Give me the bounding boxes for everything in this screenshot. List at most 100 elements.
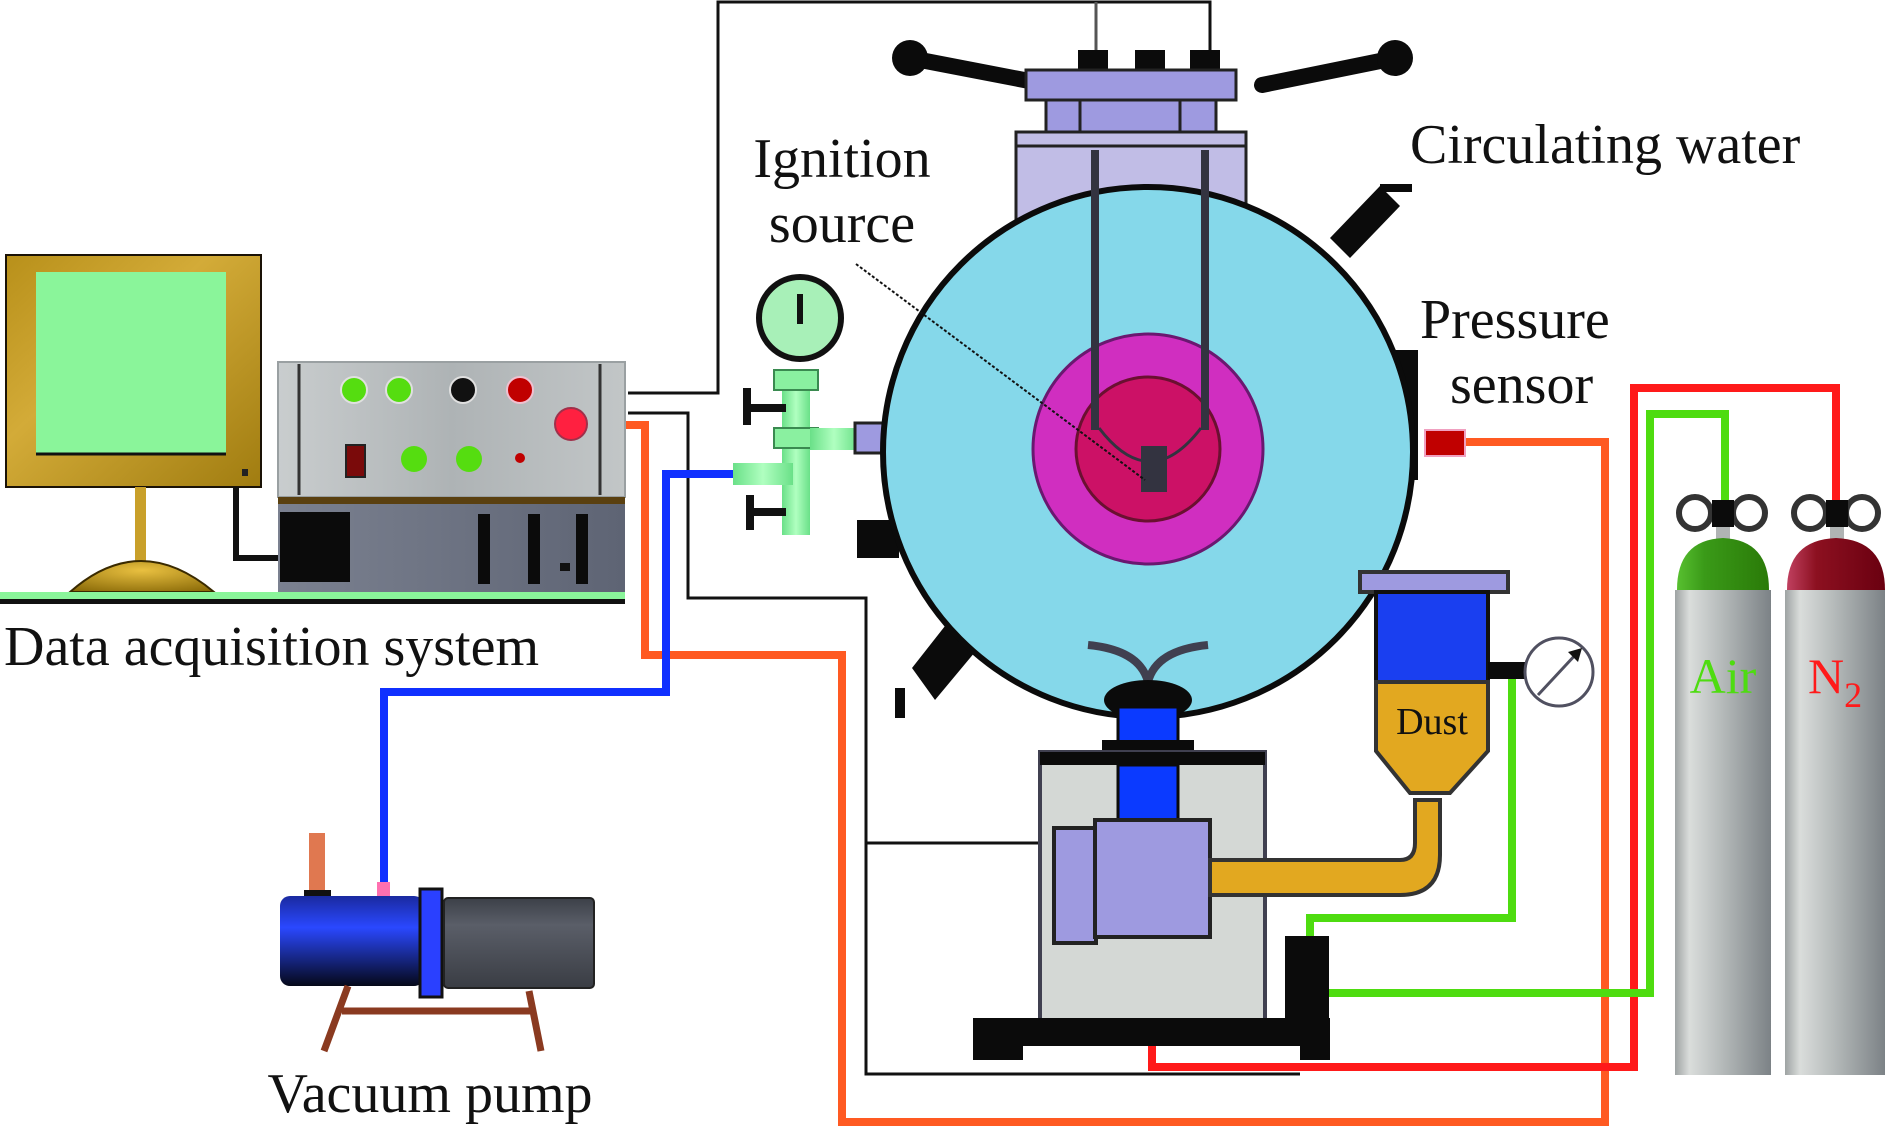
- stand-top-bar: [1040, 752, 1265, 765]
- daq-knob-green-2[interactable]: [456, 446, 482, 472]
- circulating-water-label: Circulating water: [1410, 114, 1801, 176]
- dispersion-assembly: [973, 641, 1442, 1060]
- pressure-sensor: [1424, 429, 1466, 457]
- daq-label: Data acquisition system: [4, 616, 539, 678]
- lid-terminal-1: [1078, 50, 1108, 72]
- pump-motor: [443, 897, 595, 989]
- monitor-power-led: [242, 469, 248, 476]
- air-valve-wheel-left[interactable]: [1676, 494, 1714, 532]
- daq-indicator-red[interactable]: [506, 376, 534, 404]
- pressure-signal-line: [624, 421, 1609, 1126]
- daq-port: [560, 563, 570, 571]
- air-line: [1328, 410, 1729, 997]
- air-controller[interactable]: [1285, 936, 1329, 1021]
- pump-flange: [418, 887, 444, 999]
- explosion-chamber: [855, 150, 1416, 720]
- ignition-signal-wire: [628, 0, 1212, 395]
- n2-valve-neck: [1830, 527, 1844, 541]
- lid-top-plate: [1024, 68, 1238, 102]
- lid-clamp-knob-left[interactable]: [892, 40, 928, 76]
- stand-base: [973, 1018, 1330, 1060]
- ignition-source-label-line2: source: [769, 193, 915, 255]
- air-cylinder-cap: [1677, 538, 1769, 590]
- lid-clamp-arm-right[interactable]: [1254, 50, 1403, 93]
- desk-surface: [0, 592, 625, 599]
- n2-cylinder: N2: [1785, 494, 1885, 1075]
- n2-label-base: N: [1808, 648, 1844, 704]
- air-line-to-dust: [1306, 675, 1516, 940]
- ignition-head: [1141, 446, 1167, 492]
- lid-terminal-2: [1135, 50, 1165, 72]
- ignition-source-label-line1: Ignition: [753, 128, 930, 190]
- gauge-chamber-port: [853, 421, 885, 455]
- dust-container-lid: [1358, 570, 1510, 594]
- pump-inlet-marker: [377, 882, 390, 896]
- desk-edge: [0, 599, 625, 604]
- circulating-water-port-upper: [1330, 186, 1400, 258]
- monitor-cable: [233, 487, 280, 561]
- air-valve-body: [1712, 500, 1734, 527]
- pressure-sensor-label-line2: sensor: [1450, 354, 1593, 416]
- vacuum-gauge-needle: [797, 294, 803, 324]
- daq-small-led: [515, 453, 525, 463]
- pump-exhaust-pipe: [309, 833, 325, 895]
- gauge-side-arm: [810, 428, 858, 450]
- daq-switch[interactable]: [345, 444, 366, 478]
- dispersion-nozzle-right: [1144, 641, 1209, 684]
- daq-divider: [278, 497, 625, 504]
- dust-container-hopper: [1374, 680, 1490, 795]
- dust-gauge-needle-tip: [1568, 648, 1582, 662]
- dust-label: Dust: [1396, 701, 1468, 743]
- gauge-valve-handle-bottom[interactable]: [746, 495, 786, 530]
- lid-terminal-3: [1190, 50, 1220, 72]
- gauge-stem: [782, 370, 810, 535]
- n2-valve-body: [1826, 500, 1848, 527]
- dust-feed-pipe: [1208, 798, 1442, 897]
- daq-slot-3: [576, 514, 588, 584]
- n2-label-subscript: 2: [1844, 675, 1862, 715]
- control-wire: [628, 411, 1300, 1076]
- circulating-water-inlet: [895, 688, 905, 718]
- solenoid-valve-side: [1052, 826, 1098, 945]
- vacuum-gauge-assembly: [733, 274, 885, 535]
- daq-indicator-green-2[interactable]: [385, 376, 413, 404]
- labels: Ignition source Circulating water Pressu…: [4, 114, 1801, 1125]
- gauge-vacuum-arm: [733, 463, 793, 485]
- n2-label: N2: [1808, 648, 1862, 715]
- air-valve-neck: [1716, 527, 1730, 541]
- dust-gauge-stem: [1488, 662, 1526, 679]
- vacuum-line: [380, 470, 740, 895]
- monitor-screen: [36, 272, 226, 454]
- lid-clamp-knob-right[interactable]: [1377, 40, 1413, 76]
- n2-cylinder-cap: [1787, 538, 1885, 590]
- monitor-base: [67, 560, 217, 593]
- air-cylinder-body: [1675, 590, 1771, 1075]
- pressure-sensor-label-line1: Pressure: [1420, 289, 1610, 351]
- ignition-source-leader: [855, 263, 1146, 481]
- vacuum-pump: [280, 833, 595, 1053]
- daq-slot-1: [478, 514, 490, 584]
- pump-cylinder: [280, 896, 424, 986]
- monitor-neck: [135, 487, 146, 577]
- n2-valve-wheel-left[interactable]: [1791, 494, 1829, 532]
- daq-indicator-black[interactable]: [449, 376, 477, 404]
- feed-tube-lower: [1116, 763, 1180, 829]
- computer-monitor: [5, 254, 280, 593]
- daq-indicator-green-1[interactable]: [340, 376, 368, 404]
- n2-cylinder-body: [1785, 590, 1885, 1075]
- daq-slot-2: [528, 514, 540, 584]
- gauge-valve-handle-top[interactable]: [743, 388, 786, 425]
- dust-container: Dust: [1358, 570, 1595, 795]
- gauge-collar-1: [773, 369, 819, 391]
- lid-neck: [1044, 98, 1218, 134]
- daq-knob-green-1[interactable]: [401, 446, 427, 472]
- circulating-water-outlet: [1380, 184, 1412, 192]
- air-label: Air: [1690, 648, 1757, 704]
- air-valve-wheel-right[interactable]: [1730, 494, 1768, 532]
- dust-gauge-needle: [1536, 650, 1580, 697]
- solenoid-valve[interactable]: [1093, 818, 1212, 939]
- vacuum-pump-label: Vacuum pump: [267, 1063, 592, 1125]
- n2-valve-wheel-right[interactable]: [1843, 494, 1881, 532]
- daq-power-button[interactable]: [554, 407, 588, 441]
